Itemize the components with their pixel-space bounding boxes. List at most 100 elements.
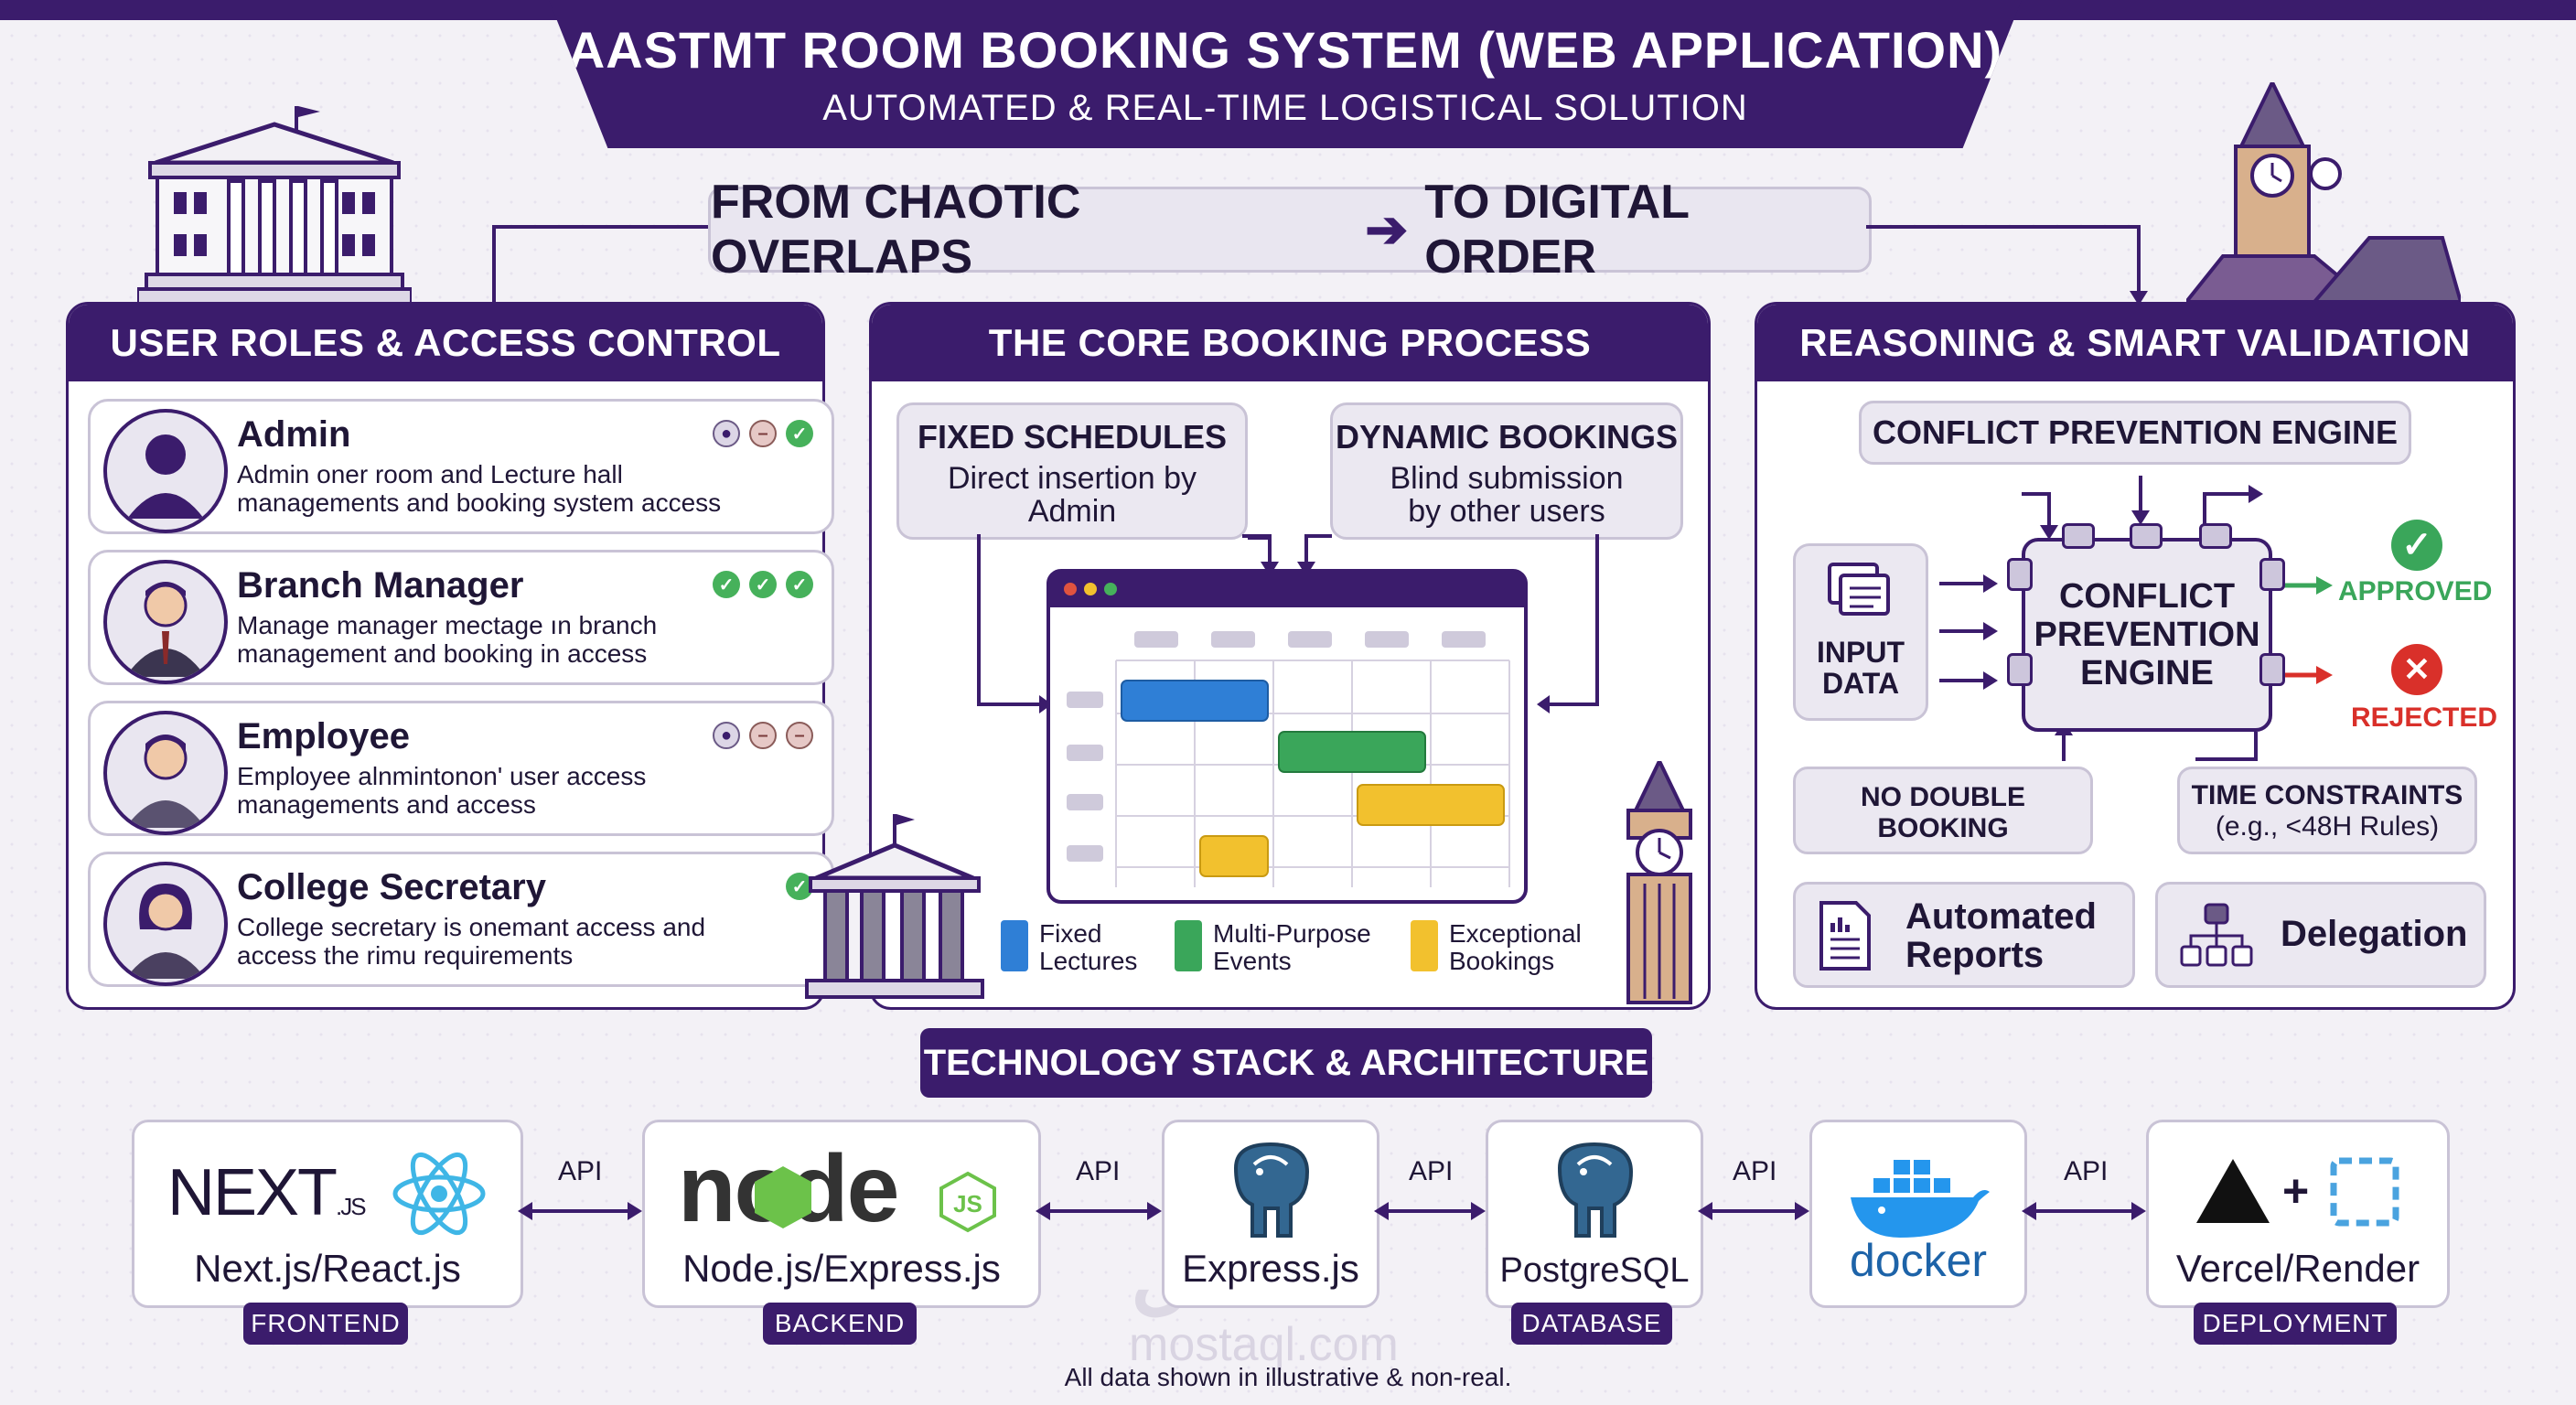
minus-icon: – — [749, 420, 777, 447]
user-icon: ● — [713, 420, 740, 447]
role-card-college-secretary[interactable]: College Secretary College secretary is o… — [88, 852, 834, 987]
rejected-x-icon: ✕ — [2391, 644, 2442, 695]
college-building-icon — [805, 814, 984, 999]
tech-card-deployment[interactable]: + Vercel/Render — [2146, 1120, 2450, 1308]
footnote: All data shown in illustrative & non-rea… — [1064, 1363, 1512, 1391]
role-permissions: ● – – — [713, 722, 813, 749]
legend-item: Multi-Purpose Events — [1175, 920, 1396, 975]
approved-label: APPROVED — [2338, 576, 2493, 606]
svg-text:JS: JS — [953, 1190, 982, 1217]
role-name: Employee — [237, 716, 410, 756]
automated-reports-label: Automated Reports — [1905, 896, 2097, 975]
legend-swatch-green — [1175, 920, 1202, 971]
delegation-card[interactable]: Delegation — [2155, 882, 2486, 988]
fixed-schedules-box: FIXED SCHEDULES Direct insertion by Admi… — [896, 402, 1248, 540]
role-permissions: ● – ✓ — [713, 420, 813, 447]
legend-item: Fixed Lectures — [1001, 920, 1140, 975]
role-card-branch-manager[interactable]: Branch Manager Manage manager mectage ın… — [88, 550, 834, 685]
tagline-left: FROM CHAOTIC OVERLAPS — [711, 176, 1081, 284]
tagline-connectors — [492, 225, 2148, 306]
documents-icon — [1828, 563, 1890, 616]
tech-card-express[interactable]: Express.js — [1162, 1120, 1379, 1308]
rejected-label: REJECTED — [2351, 702, 2498, 733]
role-name: Branch Manager — [237, 565, 524, 606]
tech-name: Vercel/Render — [2175, 1247, 2420, 1290]
minus-icon: – — [786, 722, 813, 749]
employee-avatar-icon — [103, 711, 228, 835]
deployment-label: DEPLOYMENT — [2194, 1303, 2397, 1345]
role-card-employee[interactable]: Employee Employee alnmintonon' user acce… — [88, 701, 834, 836]
booking-panel-title: THE CORE BOOKING PROCESS — [872, 305, 1708, 381]
no-double-booking-box: NO DOUBLE BOOKING — [1793, 767, 2093, 854]
tech-card-database[interactable]: PostgreSQL — [1486, 1120, 1703, 1308]
admin-avatar-icon — [103, 409, 228, 533]
big-ben-icon — [1626, 761, 1692, 1004]
check-icon: ✓ — [713, 571, 740, 598]
nextjs-logo-text: NEXT — [167, 1156, 338, 1229]
arrow-right-icon: ➔ — [1365, 200, 1409, 258]
secretary-avatar-icon — [103, 862, 228, 986]
hierarchy-icon — [2180, 903, 2253, 967]
conflict-engine: CONFLICT PREVENTION ENGINE — [2022, 538, 2272, 732]
clock-tower-icon — [2186, 82, 2461, 302]
automated-reports-card[interactable]: Automated Reports — [1793, 882, 2135, 988]
roles-panel-title: USER ROLES & ACCESS CONTROL — [69, 305, 822, 381]
api-label: API — [558, 1156, 603, 1186]
tech-card-docker[interactable]: docker — [1809, 1120, 2027, 1308]
chip-pin — [2259, 653, 2285, 686]
role-name: Admin — [237, 414, 351, 455]
role-description: Manage manager mectage ın branch managem… — [237, 611, 658, 668]
fixed-schedules-title: FIXED SCHEDULES — [917, 418, 1228, 456]
booking-calendar — [977, 534, 1599, 904]
nextjs-logo: NEXT.JS — [167, 1155, 367, 1230]
role-description: Employee alnmintonon' user access manage… — [237, 762, 647, 819]
tech-card-frontend[interactable]: NEXT.JS Next.js/React.js — [132, 1120, 523, 1308]
input-data-label: INPUT DATA — [1817, 636, 1905, 700]
api-label: API — [1733, 1156, 1777, 1186]
chip-pin — [2062, 523, 2095, 549]
check-icon: ✓ — [749, 571, 777, 598]
role-permissions: ✓ ✓ ✓ — [713, 571, 813, 598]
delegation-label: Delegation — [2281, 914, 2468, 954]
docker-whale-icon — [1851, 1158, 1990, 1238]
tech-stack-title: TECHNOLOGY STACK & ARCHITECTURE — [920, 1028, 1652, 1098]
chip-pin — [2199, 523, 2232, 549]
tech-card-backend[interactable]: node JS Node.js/Express.js — [642, 1120, 1041, 1308]
dynamic-bookings-title: DYNAMIC BOOKINGS — [1335, 418, 1678, 456]
time-constraints-box: TIME CONSTRAINTS (e.g., <48H Rules) — [2177, 767, 2477, 854]
check-icon: ✓ — [786, 420, 813, 447]
api-label: API — [1076, 1156, 1121, 1186]
fixed-schedules-desc: Direct insertion by Admin — [947, 461, 1197, 529]
role-name: College Secretary — [237, 867, 546, 907]
time-constraints-desc: (e.g., <48H Rules) — [2215, 811, 2440, 842]
dynamic-bookings-desc: Blind submission by other users — [1390, 461, 1624, 529]
page-title: AASTMT ROOM BOOKING SYSTEM (WEB APPLICAT… — [567, 21, 2003, 79]
user-icon: ● — [713, 722, 740, 749]
university-building-icon — [137, 106, 412, 306]
minus-icon: – — [749, 722, 777, 749]
dynamic-bookings-box: DYNAMIC BOOKINGS Blind submission by oth… — [1330, 402, 1683, 540]
chip-pin — [2259, 558, 2285, 591]
approved-check-icon: ✓ — [2391, 520, 2442, 571]
postgres-elephant-icon — [1233, 1142, 1310, 1238]
input-data-box: INPUT DATA — [1793, 543, 1928, 721]
engine-arrows — [1939, 476, 2333, 761]
nodejs-hexagon-icon — [755, 1166, 811, 1228]
api-label: API — [2064, 1156, 2109, 1186]
header-banner: AASTMT ROOM BOOKING SYSTEM (WEB APPLICAT… — [549, 0, 2022, 148]
plus-icon: + — [2282, 1165, 2310, 1217]
role-description: College secretary is onemant access and … — [237, 913, 706, 970]
js-hexagon-icon: JS — [939, 1171, 996, 1233]
chip-pin — [2130, 523, 2163, 549]
role-card-admin[interactable]: Admin Admin oner room and Lecture hall m… — [88, 399, 834, 534]
tech-name: Next.js/React.js — [194, 1247, 461, 1290]
tech-name: PostgreSQL — [1499, 1251, 1690, 1290]
legend-swatch-blue — [1001, 920, 1028, 971]
legend-label: Multi-Purpose Events — [1213, 919, 1371, 975]
tagline-banner: FROM CHAOTIC OVERLAPS ➔ TO DIGITAL ORDER — [708, 176, 1872, 284]
tech-name: Express.js — [1182, 1247, 1359, 1290]
page-subtitle: AUTOMATED & REAL-TIME LOGISTICAL SOLUTIO… — [822, 88, 1748, 128]
validation-panel-title: REASONING & SMART VALIDATION — [1757, 305, 2513, 381]
frontend-label: FRONTEND — [243, 1303, 408, 1345]
